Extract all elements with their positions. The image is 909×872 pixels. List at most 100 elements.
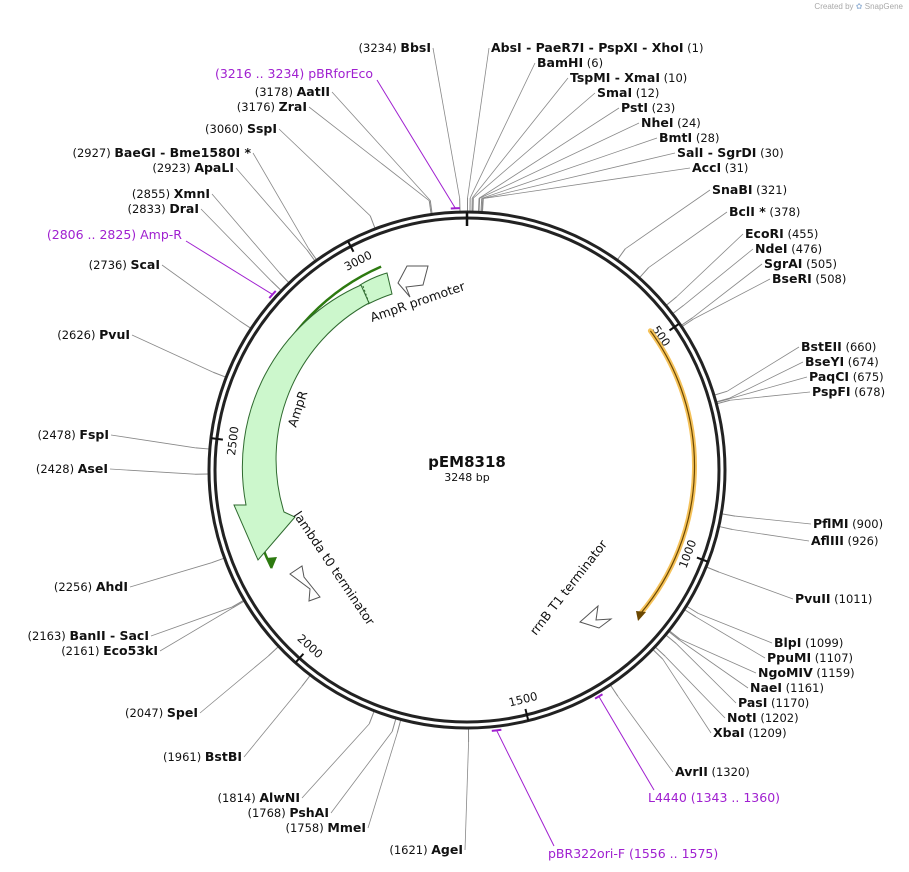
- site-label-asei[interactable]: (2428) AseI: [36, 461, 108, 476]
- site-position-tspmi-xmai: (10): [660, 71, 687, 85]
- site-label-bseri[interactable]: BseRI (508): [772, 271, 846, 286]
- site-position-bseyi: (674): [844, 355, 879, 369]
- site-label-drai[interactable]: (2833) DraI: [127, 201, 199, 216]
- site-label-bcli-star[interactable]: BclI * (378): [729, 204, 800, 219]
- primer-label-l4440[interactable]: L4440 (1343 .. 1360): [648, 790, 780, 805]
- site-leader-sspi: [278, 128, 371, 217]
- site-label-bstbi[interactable]: (1961) BstBI: [163, 749, 242, 764]
- site-name-smai: SmaI: [597, 85, 632, 100]
- site-label-pflmi[interactable]: PflMI (900): [813, 516, 883, 531]
- site-position-xmni: (2855): [132, 187, 174, 201]
- site-label-absi-paer7i-pspxi-xhoi[interactable]: AbsI - PaeR7I - PspXI - XhoI (1): [491, 40, 703, 55]
- site-label-scai[interactable]: (2736) ScaI: [89, 257, 160, 272]
- site-label-spei[interactable]: (2047) SpeI: [125, 705, 198, 720]
- site-position-mmei: (1758): [286, 821, 328, 835]
- site-leader-bcli-star: [648, 211, 728, 268]
- site-name-eco53ki: Eco53kI: [103, 643, 158, 658]
- site-tick-avrii: [609, 684, 619, 697]
- site-tick-sali-sgrdi: [481, 198, 484, 213]
- site-position-pvui: (2626): [57, 328, 99, 342]
- site-position-ndei: (476): [788, 242, 823, 256]
- site-label-snabi[interactable]: SnaBI (321): [712, 182, 787, 197]
- site-label-nhei[interactable]: NheI (24): [641, 115, 701, 130]
- center-title: pEM8318 3248 bp: [428, 453, 506, 484]
- site-label-mmei[interactable]: (1758) MmeI: [286, 820, 367, 835]
- site-leader-ngomiv: [679, 638, 757, 674]
- site-label-aatii[interactable]: (3178) AatII: [255, 84, 330, 99]
- site-tick-scai: [239, 320, 252, 329]
- site-tick-fspi: [195, 447, 210, 450]
- site-leader-bbsi: [432, 47, 461, 199]
- site-name-pvuii: PvuII: [795, 591, 831, 606]
- site-name-bamhi: BamHI: [537, 55, 583, 70]
- site-position-snabi: (321): [753, 183, 788, 197]
- site-leader-bseyi: [729, 361, 804, 399]
- site-label-afliii[interactable]: AflIII (926): [811, 533, 879, 548]
- restriction-sites-layer: [109, 47, 812, 851]
- site-label-bamhi[interactable]: BamHI (6): [537, 55, 603, 70]
- site-label-smai[interactable]: SmaI (12): [597, 85, 659, 100]
- site-label-xbai[interactable]: XbaI (1209): [713, 725, 787, 740]
- site-leader-bstbi: [243, 685, 303, 758]
- site-label-pshai[interactable]: (1768) PshAI: [247, 805, 329, 820]
- site-label-ecori[interactable]: EcoRI (455): [745, 226, 818, 241]
- site-label-psti[interactable]: PstI (23): [621, 100, 675, 115]
- site-leader-drai: [200, 208, 272, 282]
- site-name-bmti: BmtI: [659, 130, 692, 145]
- site-leader-avrii: [617, 696, 674, 773]
- site-label-acci[interactable]: AccI (31): [692, 160, 748, 175]
- site-tick-sspi: [369, 215, 376, 230]
- site-name-bcli-star: BclI *: [729, 204, 766, 219]
- site-leader-smai: [473, 92, 596, 199]
- site-position-bseri: (508): [812, 272, 847, 286]
- site-label-sspi[interactable]: (3060) SspI: [205, 121, 277, 136]
- site-leader-nhei: [479, 122, 640, 199]
- site-label-ahdi[interactable]: (2256) AhdI: [54, 579, 128, 594]
- site-label-zrai[interactable]: (3176) ZraI: [237, 99, 307, 114]
- ampr-promoter-segment: [359, 272, 393, 305]
- primer-label-amp-r[interactable]: (2806 .. 2825) Amp-R: [47, 227, 182, 242]
- site-label-eco53ki[interactable]: (2161) Eco53kI: [61, 643, 158, 658]
- site-label-banii-saci[interactable]: (2163) BanII - SacI: [28, 628, 149, 643]
- primer-mark-l4440: [594, 693, 604, 700]
- site-label-agei[interactable]: (1621) AgeI: [389, 842, 463, 857]
- site-name-pvui: PvuI: [99, 327, 130, 342]
- site-label-bsteii[interactable]: BstEII (660): [801, 339, 876, 354]
- primer-leader-l4440: [598, 696, 655, 791]
- site-label-ppumi[interactable]: PpuMI (1107): [767, 650, 853, 665]
- plasmid-name: pEM8318: [428, 453, 506, 471]
- site-label-baegi-bme1580i-star[interactable]: (2927) BaeGI - Bme1580I *: [72, 145, 251, 160]
- site-label-fspi[interactable]: (2478) FspI: [38, 427, 109, 442]
- site-label-naei[interactable]: NaeI (1161): [750, 680, 824, 695]
- site-label-paqci[interactable]: PaqCI (675): [809, 369, 884, 384]
- site-label-sgrai[interactable]: SgrAI (505): [764, 256, 837, 271]
- site-tick-banii-saci: [231, 599, 245, 608]
- site-label-bseyi[interactable]: BseYI (674): [805, 354, 879, 369]
- site-label-pspfi[interactable]: PspFI (678): [812, 384, 885, 399]
- site-label-tspmi-xmai[interactable]: TspMI - XmaI (10): [570, 70, 687, 85]
- site-label-bbsi[interactable]: (3234) BbsI: [359, 40, 431, 55]
- site-label-pvui[interactable]: (2626) PvuI: [57, 327, 130, 342]
- primer-label-pbr322ori-f[interactable]: pBR322ori-F (1556 .. 1575): [548, 846, 718, 861]
- position-tick-1000: [696, 556, 709, 563]
- primer-label-pbrforeco[interactable]: (3216 .. 3234) pBRforEco: [215, 66, 373, 81]
- site-position-aatii: (3178): [255, 85, 297, 99]
- site-position-ecori: (455): [784, 227, 819, 241]
- site-tick-noti: [654, 646, 666, 657]
- site-tick-acci: [481, 198, 484, 213]
- site-tick-apali: [306, 249, 316, 262]
- site-label-alwni[interactable]: (1814) AlwNI: [217, 790, 300, 805]
- site-label-xmni[interactable]: (2855) XmnI: [132, 186, 210, 201]
- site-label-bmti[interactable]: BmtI (28): [659, 130, 719, 145]
- site-label-pvuii[interactable]: PvuII (1011): [795, 591, 872, 606]
- site-label-ndei[interactable]: NdeI (476): [755, 241, 822, 256]
- site-label-apali[interactable]: (2923) ApaLI: [152, 160, 234, 175]
- site-position-psti: (23): [648, 101, 675, 115]
- site-label-blpi[interactable]: BlpI (1099): [774, 635, 843, 650]
- site-label-ngomiv[interactable]: NgoMIV (1159): [758, 665, 855, 680]
- site-label-avrii[interactable]: AvrII (1320): [675, 764, 750, 779]
- site-label-sali-sgrdi[interactable]: SalI - SgrDI (30): [677, 145, 784, 160]
- site-label-pasi[interactable]: PasI (1170): [738, 695, 809, 710]
- site-label-noti[interactable]: NotI (1202): [727, 710, 799, 725]
- site-leader-pasi: [676, 643, 737, 704]
